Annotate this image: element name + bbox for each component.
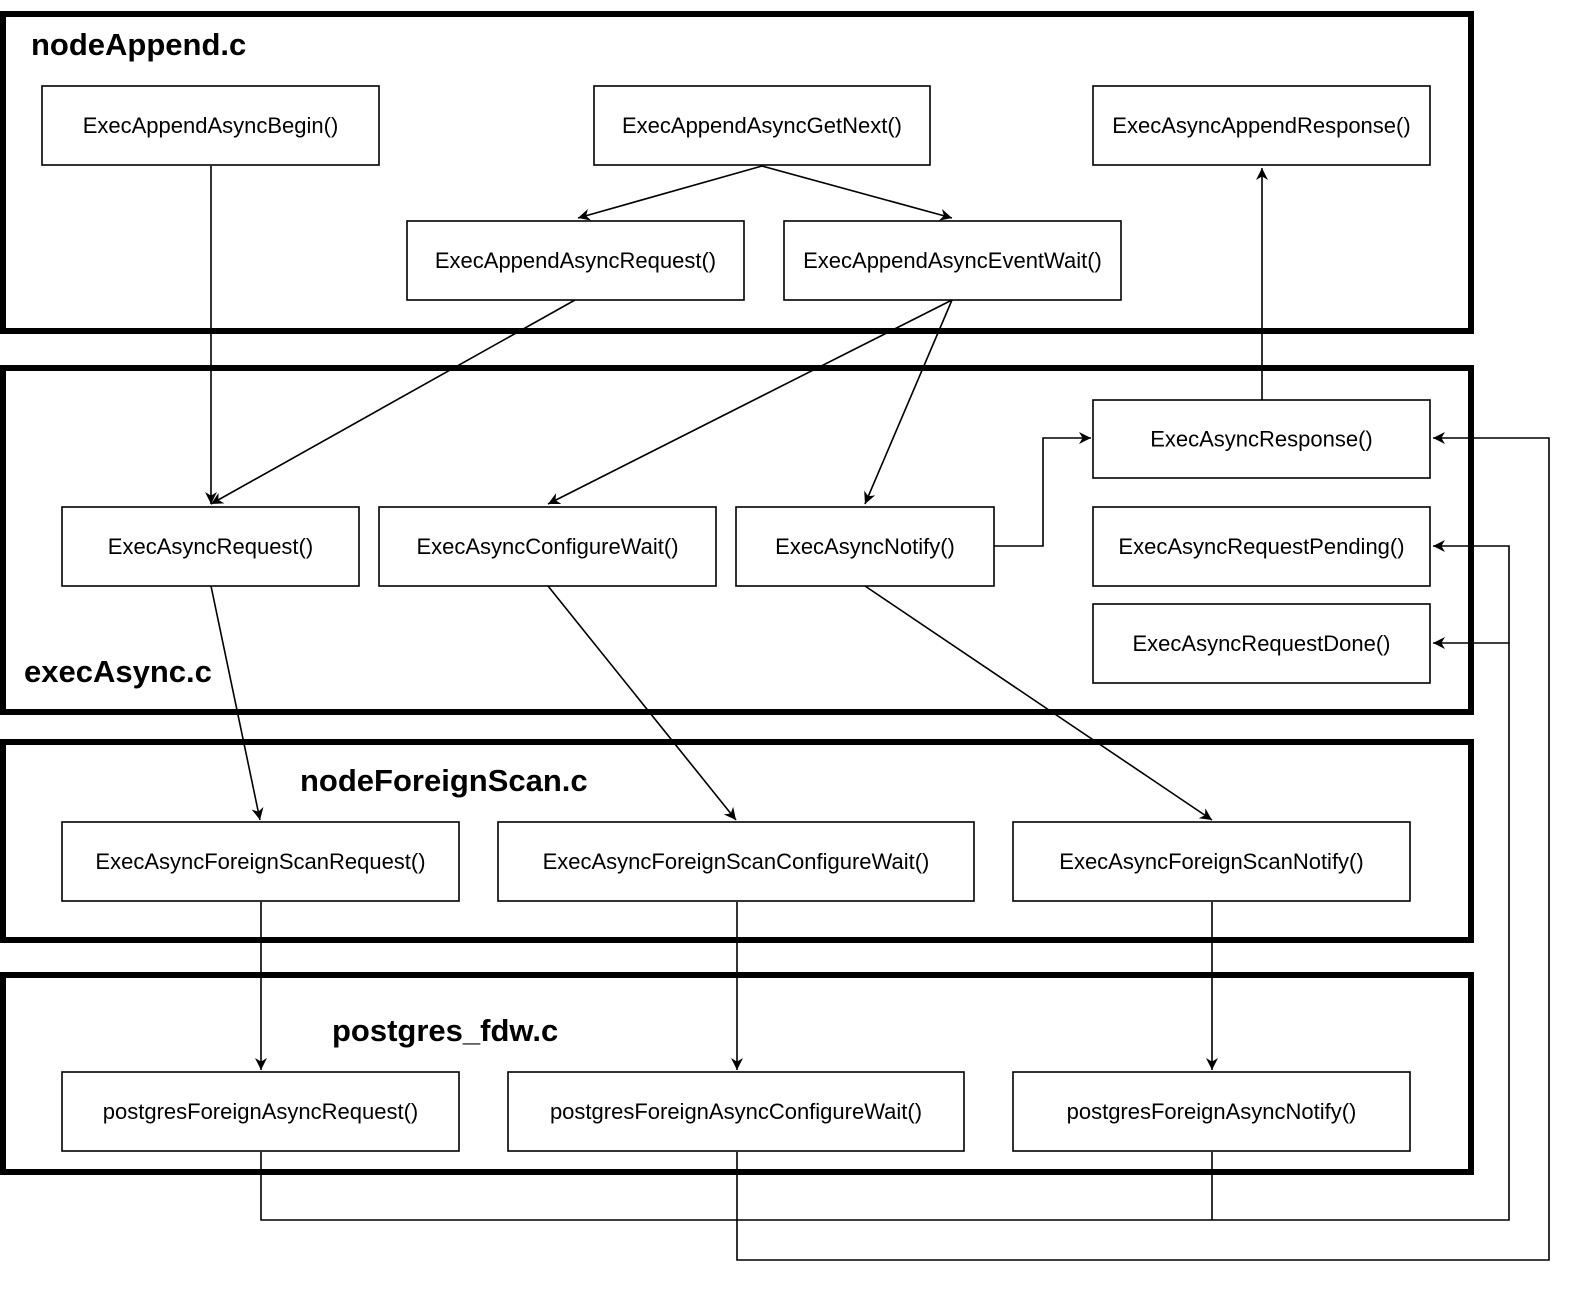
func-label: ExecAppendAsyncGetNext() bbox=[622, 113, 902, 138]
func-exec-async-response[interactable]: ExecAsyncResponse() bbox=[1092, 399, 1431, 479]
func-label: ExecAsyncAppendResponse() bbox=[1112, 113, 1410, 138]
module-title-postgres-fdw: postgres_fdw.c bbox=[332, 1013, 558, 1048]
edge-pg-request-notify-bus bbox=[260, 540, 1510, 1221]
module-title-node-append: nodeAppend.c bbox=[31, 27, 246, 62]
edge-get-next-to-append-request bbox=[577, 165, 763, 221]
func-label: ExecAsyncResponse() bbox=[1150, 427, 1373, 452]
func-label: ExecAsyncForeignScanRequest() bbox=[95, 849, 425, 874]
func-label: postgresForeignAsyncConfigureWait() bbox=[550, 1099, 922, 1124]
func-label: ExecAsyncConfigureWait() bbox=[416, 534, 678, 559]
edge-event-wait-to-notify bbox=[864, 299, 953, 505]
func-exec-append-async-request[interactable]: ExecAppendAsyncRequest() bbox=[406, 220, 745, 301]
func-label: ExecAsyncRequestPending() bbox=[1118, 534, 1404, 559]
func-label: ExecAsyncForeignScanConfigureWait() bbox=[543, 849, 930, 874]
call-edges bbox=[205, 165, 1550, 1261]
func-postgres-foreign-async-request[interactable]: postgresForeignAsyncRequest() bbox=[61, 1071, 460, 1152]
func-exec-async-request[interactable]: ExecAsyncRequest() bbox=[61, 506, 360, 587]
func-exec-async-request-done[interactable]: ExecAsyncRequestDone() bbox=[1092, 603, 1431, 684]
edge-async-request-to-fs-request bbox=[210, 585, 264, 821]
module-frame-node-append bbox=[0, 11, 1474, 334]
func-exec-async-notify[interactable]: ExecAsyncNotify() bbox=[735, 506, 995, 587]
module-title-node-foreign-scan: nodeForeignScan.c bbox=[300, 763, 588, 798]
edge-configure-wait-to-fs-configure-wait bbox=[547, 585, 737, 821]
func-postgres-foreign-async-configure-wait[interactable]: postgresForeignAsyncConfigureWait() bbox=[507, 1071, 965, 1152]
func-exec-async-foreign-scan-configure-wait[interactable]: ExecAsyncForeignScanConfigureWait() bbox=[497, 821, 975, 902]
func-exec-append-async-begin[interactable]: ExecAppendAsyncBegin() bbox=[41, 85, 380, 166]
module-title-exec-async: execAsync.c bbox=[24, 654, 212, 689]
func-exec-async-foreign-scan-notify[interactable]: ExecAsyncForeignScanNotify() bbox=[1012, 821, 1411, 902]
edge-pg-configure-wait-to-response bbox=[736, 432, 1550, 1261]
func-label: ExecAsyncForeignScanNotify() bbox=[1059, 849, 1363, 874]
func-exec-append-async-get-next[interactable]: ExecAppendAsyncGetNext() bbox=[593, 85, 931, 166]
func-exec-async-request-pending[interactable]: ExecAsyncRequestPending() bbox=[1092, 506, 1431, 587]
func-label: ExecAsyncRequestDone() bbox=[1132, 631, 1390, 656]
edge-notify-to-response bbox=[994, 432, 1091, 547]
func-exec-async-configure-wait[interactable]: ExecAsyncConfigureWait() bbox=[378, 506, 717, 587]
func-label: postgresForeignAsyncRequest() bbox=[103, 1099, 418, 1124]
func-exec-async-append-response[interactable]: ExecAsyncAppendResponse() bbox=[1092, 85, 1431, 166]
func-label: ExecAppendAsyncRequest() bbox=[435, 248, 716, 273]
func-exec-append-async-event-wait[interactable]: ExecAppendAsyncEventWait() bbox=[783, 220, 1122, 301]
module-frame-exec-async bbox=[0, 365, 1474, 715]
func-postgres-foreign-async-notify[interactable]: postgresForeignAsyncNotify() bbox=[1012, 1071, 1411, 1152]
edge-get-next-to-event-wait bbox=[761, 165, 953, 221]
edge-notify-to-fs-notify bbox=[864, 585, 1213, 821]
func-label: ExecAsyncRequest() bbox=[108, 534, 313, 559]
func-label: ExecAppendAsyncBegin() bbox=[83, 113, 339, 138]
func-label: ExecAppendAsyncEventWait() bbox=[803, 248, 1102, 273]
edge-event-wait-to-configure-wait bbox=[547, 299, 953, 505]
func-label: ExecAsyncNotify() bbox=[775, 534, 955, 559]
edge-append-request-to-async-request bbox=[210, 299, 576, 505]
func-exec-async-foreign-scan-request[interactable]: ExecAsyncForeignScanRequest() bbox=[61, 821, 460, 902]
func-label: postgresForeignAsyncNotify() bbox=[1067, 1099, 1357, 1124]
